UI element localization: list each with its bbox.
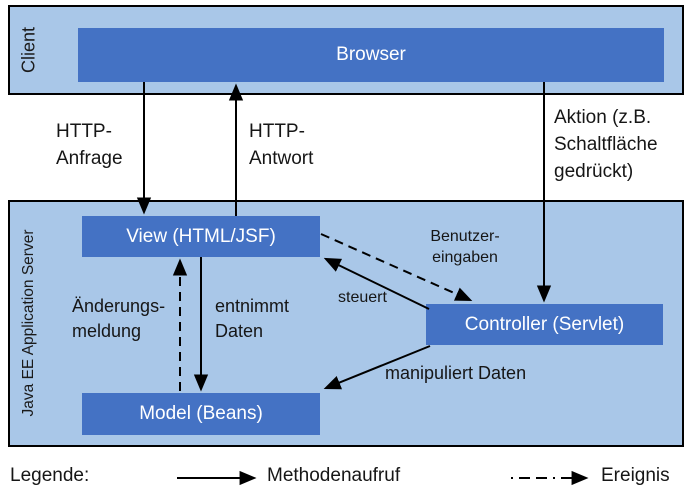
- entnimmt-daten-label: entnimmt Daten: [215, 296, 290, 341]
- legend-dashed-label: Ereignis: [601, 465, 670, 486]
- browser-node-label: Browser: [336, 44, 406, 65]
- client-lane-label: Client: [18, 26, 39, 74]
- benutzereingaben-label: Benutzer- eingaben: [430, 228, 500, 266]
- aktion-label: Aktion (z.B. Schaltfläche gedrückt): [554, 107, 658, 182]
- server-lane-label: Java EE Application Server: [20, 229, 37, 417]
- legend-title: Legende:: [10, 465, 90, 486]
- view-node: View (HTML/JSF): [82, 216, 320, 257]
- http-anfrage-label: HTTP- Anfrage: [56, 121, 123, 169]
- model-node: Model (Beans): [82, 393, 320, 435]
- legend-solid-label: Methodenaufruf: [267, 465, 401, 486]
- aenderungsmeldung-label: Änderungs- meldung: [72, 296, 166, 341]
- model-node-label: Model (Beans): [139, 403, 263, 424]
- controller-node-label: Controller (Servlet): [464, 313, 625, 335]
- view-node-label: View (HTML/JSF): [126, 225, 276, 247]
- browser-node: Browser: [78, 28, 664, 82]
- http-antwort-label: HTTP- Antwort: [249, 121, 314, 169]
- steuert-label: steuert: [338, 289, 387, 306]
- manipuliert-daten-label: manipuliert Daten: [385, 363, 527, 383]
- controller-node: Controller (Servlet): [426, 304, 663, 345]
